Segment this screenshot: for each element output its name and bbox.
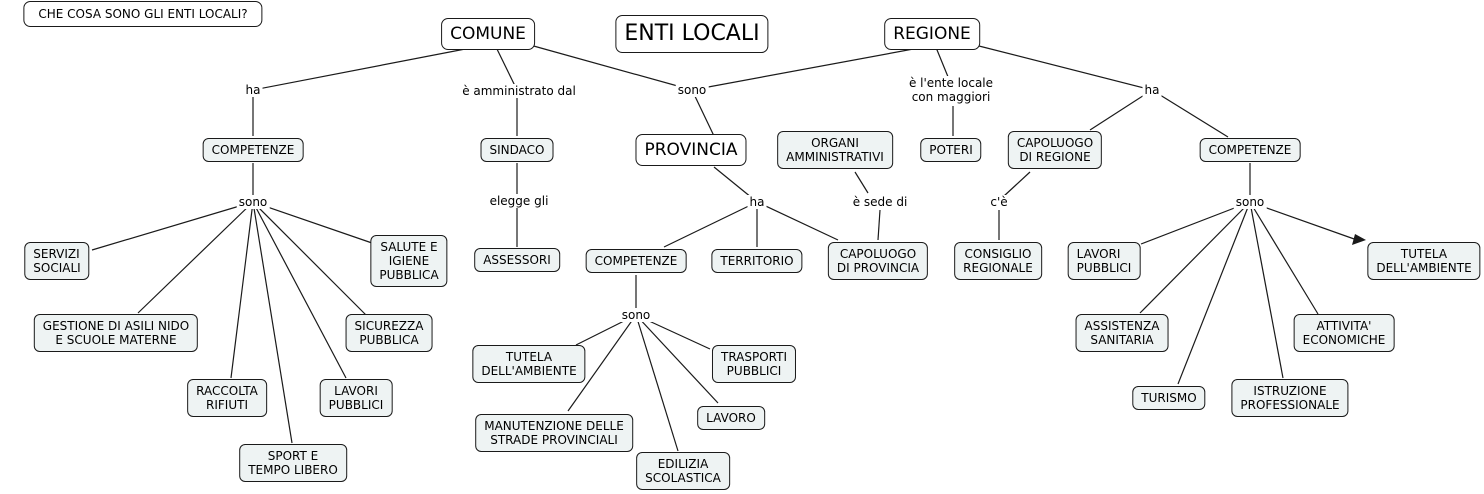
node-organi[interactable]: ORGANI AMMINISTRATIVI — [777, 131, 893, 169]
link-ente-maggiori: è l'ente locale con maggiori — [906, 76, 996, 104]
node-provincia[interactable]: PROVINCIA — [635, 134, 747, 166]
node-tutela-regione[interactable]: TUTELA DELL'AMBIENTE — [1367, 242, 1481, 280]
node-asili[interactable]: GESTIONE DI ASILI NIDO E SCUOLE MATERNE — [33, 314, 199, 352]
node-capoluogo-provincia[interactable]: CAPOLUOGO DI PROVINCIA — [827, 242, 929, 280]
link-amministrato: è amministrato dal — [460, 84, 578, 98]
node-competenze-provincia[interactable]: COMPETENZE — [585, 249, 687, 273]
node-salute[interactable]: SALUTE E IGIENE PUBBLICA — [370, 235, 448, 287]
question-box: CHE COSA SONO GLI ENTI LOCALI? — [23, 1, 263, 27]
node-rifiuti[interactable]: RACCOLTA RIFIUTI — [187, 379, 267, 417]
node-capoluogo-regione[interactable]: CAPOLUOGO DI REGIONE — [1007, 131, 1103, 169]
link-sono-regione: sono — [1233, 195, 1267, 209]
node-poteri[interactable]: POTERI — [920, 138, 982, 162]
arrow-head — [1352, 234, 1366, 245]
node-consiglio[interactable]: CONSIGLIO REGIONALE — [954, 242, 1042, 280]
link-ha-regione: ha — [1142, 83, 1162, 97]
node-comune[interactable]: COMUNE — [441, 18, 535, 50]
node-tutela-provincia[interactable]: TUTELA DELL'AMBIENTE — [472, 345, 586, 383]
node-enti-locali[interactable]: ENTI LOCALI — [615, 15, 769, 53]
node-competenze-comune[interactable]: COMPETENZE — [202, 138, 304, 162]
node-sicurezza[interactable]: SICUREZZA PUBBLICA — [345, 314, 433, 352]
link-sono-provincia: sono — [619, 308, 653, 322]
link-sono-comune: sono — [236, 195, 270, 209]
node-lavori-comune[interactable]: LAVORI PUBBLICI — [319, 379, 393, 417]
node-territorio[interactable]: TERRITORIO — [711, 249, 803, 273]
link-elegge: elegge gli — [487, 194, 551, 208]
node-istruzione[interactable]: ISTRUZIONE PROFESSIONALE — [1231, 379, 1349, 417]
link-ha-provincia: ha — [747, 195, 767, 209]
node-edilizia[interactable]: EDILIZIA SCOLASTICA — [636, 452, 730, 490]
link-sede: è sede di — [850, 195, 910, 209]
link-ce: c'è — [988, 195, 1010, 209]
link-ha-comune: ha — [243, 83, 263, 97]
node-assistenza[interactable]: ASSISTENZA SANITARIA — [1075, 314, 1169, 352]
link-sono-centro: sono — [675, 83, 709, 97]
node-manutenzione[interactable]: MANUTENZIONE DELLE STRADE PROVINCIALI — [475, 414, 633, 452]
node-attivita[interactable]: ATTIVITA' ECONOMICHE — [1293, 314, 1395, 352]
node-regione[interactable]: REGIONE — [884, 18, 980, 50]
node-servizi-sociali[interactable]: SERVIZI SOCIALI — [24, 242, 90, 280]
node-turismo[interactable]: TURISMO — [1132, 386, 1206, 410]
node-sindaco[interactable]: SINDACO — [480, 138, 554, 162]
node-sport[interactable]: SPORT E TEMPO LIBERO — [239, 444, 347, 482]
node-trasporti[interactable]: TRASPORTI PUBBLICI — [711, 345, 797, 383]
node-lavoro[interactable]: LAVORO — [697, 406, 765, 430]
node-assessori[interactable]: ASSESSORI — [474, 248, 560, 272]
node-lavori-regione[interactable]: LAVORI PUBBLICI — [1067, 242, 1141, 280]
node-competenze-regione[interactable]: COMPETENZE — [1199, 138, 1301, 162]
